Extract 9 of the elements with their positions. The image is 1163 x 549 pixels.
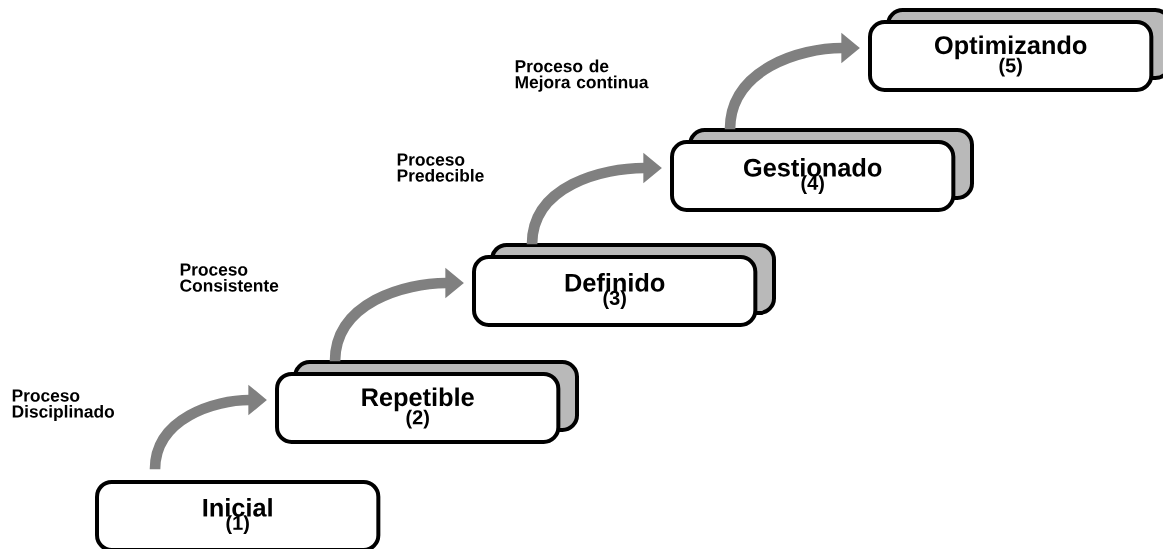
step-box: Repetible (2)	[275, 360, 579, 444]
edge-label: Proceso Consistente	[180, 263, 279, 292]
edge-label: Proceso de Mejora continua	[515, 59, 649, 92]
step-box: Gestionado (4)	[670, 128, 974, 212]
step-box: Definido (3)	[472, 243, 776, 327]
step-box: Optimizando (5)	[868, 8, 1163, 92]
edge-label: Proceso Predecible	[397, 153, 484, 182]
edge-label: Proceso Disciplinado	[12, 389, 114, 422]
step-box: Inicial (1)	[95, 480, 381, 549]
